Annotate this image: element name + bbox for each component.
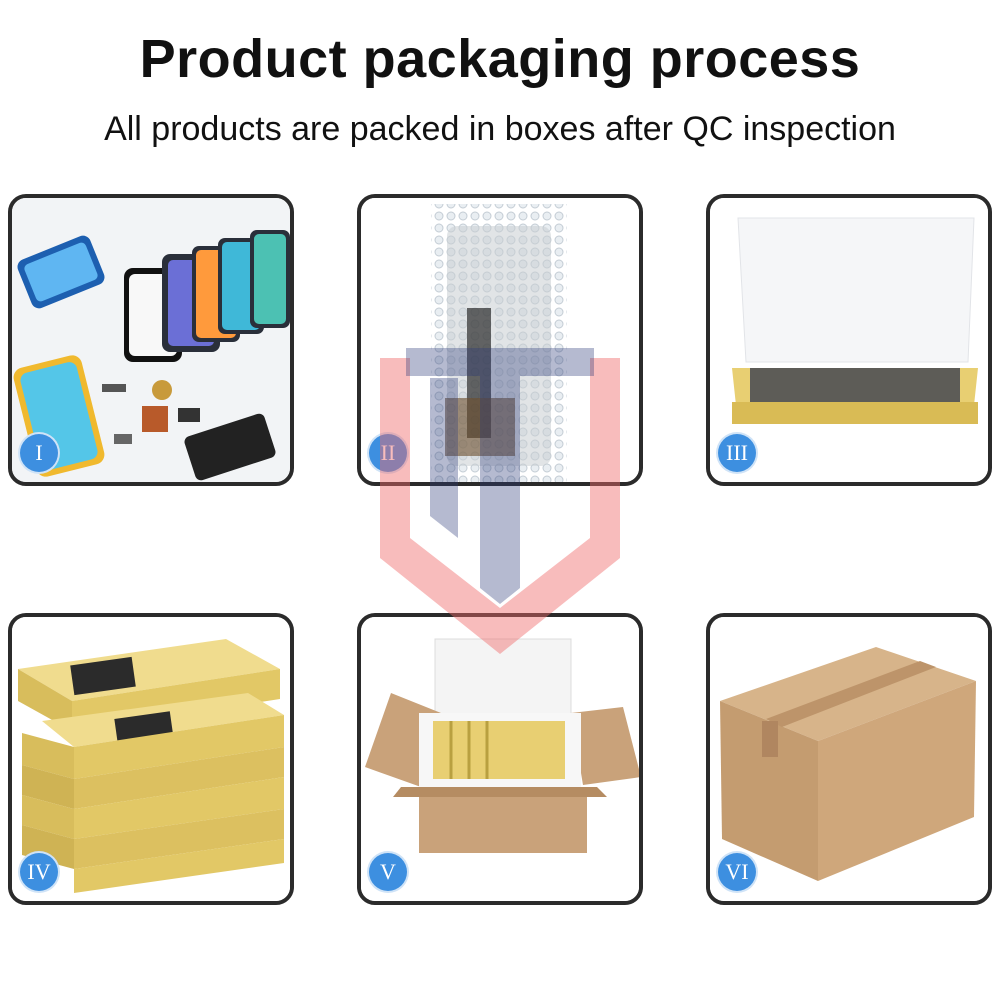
step-card-5: V [357,613,643,905]
open-white-box-icon [710,198,988,482]
step-card-4: IV [8,613,294,905]
step-badge-5: V [369,853,407,891]
step-badge-6: VI [718,853,756,891]
sealed-carton-icon [710,617,988,901]
carton-with-foam-icon [361,617,639,901]
bubble-wrap-icon [361,198,639,482]
step-badge-1: I [20,434,58,472]
step-badge-4: IV [20,853,58,891]
step-badge-3: III [718,434,756,472]
step-card-1: I [8,194,294,486]
step-badge-2: II [369,434,407,472]
page-title: Product packaging process [139,29,861,89]
step-card-2: II [357,194,643,486]
stacked-boxes-icon [12,617,290,901]
step-card-6: VI [706,613,992,905]
phone-parts-icon [12,198,290,482]
page-subtitle: All products are packed in boxes after Q… [104,110,896,148]
step-card-3: III [706,194,992,486]
